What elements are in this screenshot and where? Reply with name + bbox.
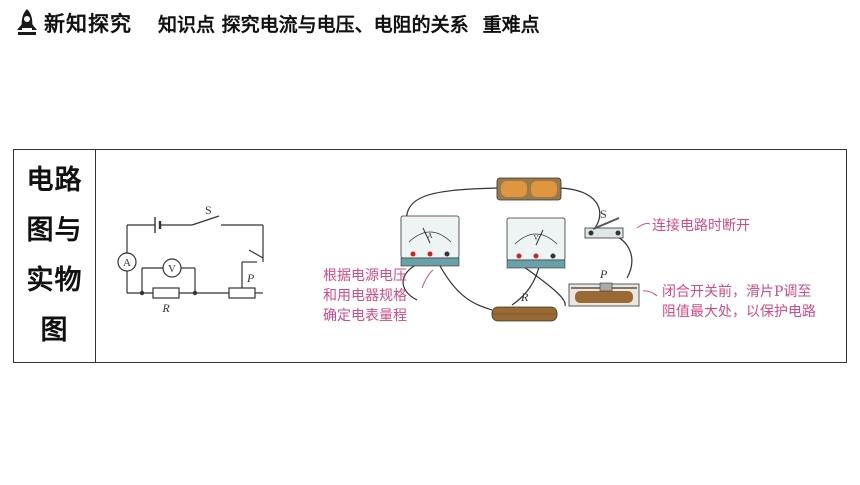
- row-label-cell: 电路 图与 实物 图: [14, 150, 96, 362]
- rheostat-device: [568, 282, 640, 307]
- voltmeter-letter: V: [533, 234, 538, 242]
- topic-title: 知识点 探究电流与电压、电阻的关系: [158, 13, 469, 36]
- circuit-resistor-label: R: [161, 301, 170, 315]
- content-table: 电路 图与 实物 图: [13, 149, 847, 363]
- circuit-rheostat-label: P: [246, 271, 255, 285]
- note-meter-line: 确定电表量程: [323, 308, 407, 324]
- ammeter-label: A: [123, 257, 131, 269]
- switch-device: [584, 217, 624, 239]
- row-label-line: 电路: [26, 165, 83, 196]
- note-switch: 连接电路时断开: [652, 217, 750, 234]
- battery-box: [496, 177, 562, 201]
- voltmeter-device: V: [506, 217, 566, 269]
- annotation-arrows: [421, 223, 658, 297]
- figure-cell: S A V R P: [97, 150, 846, 362]
- rheostat-label: P: [599, 267, 608, 281]
- note-meter-line: 根据电源电压: [323, 268, 407, 284]
- circuit-diagram: [117, 215, 264, 299]
- circuit-figure: S A V R P: [117, 177, 816, 324]
- section-title: 新知探究: [44, 12, 132, 36]
- ammeter-letter: A: [427, 232, 432, 240]
- resistor-label: R: [520, 290, 529, 304]
- ammeter-device: A: [400, 215, 460, 267]
- switch-label: S: [600, 207, 607, 221]
- note-rheostat-line: 闭合开关前，滑片P调至: [662, 283, 811, 300]
- difficulty-tag: 重难点: [482, 13, 540, 36]
- note-rheostat-line: 阻值最大处，以保护电路: [662, 304, 816, 320]
- resistor-device: [491, 306, 558, 322]
- voltmeter-label: V: [168, 263, 176, 275]
- slide-header: 新知探究 知识点 探究电流与电压、电阻的关系 重难点: [14, 6, 540, 40]
- row-label-line: 图与: [26, 215, 83, 246]
- note-meter-line: 和用电器规格: [323, 288, 407, 304]
- row-label-line: 图: [40, 315, 69, 346]
- rocket-icon: [17, 9, 37, 35]
- circuit-switch-label: S: [205, 203, 212, 217]
- row-label-line: 实物: [26, 265, 83, 296]
